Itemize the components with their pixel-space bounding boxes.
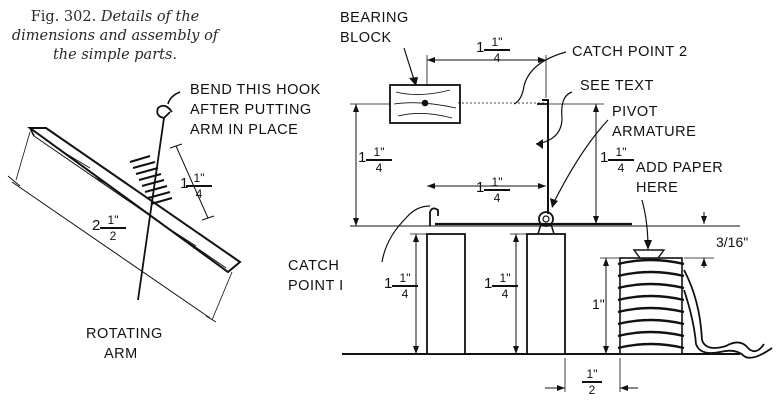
see-text-label: SEE TEXT bbox=[580, 78, 654, 94]
catch-point-1-label-1: CATCH bbox=[288, 258, 340, 274]
add-paper-label-2: HERE bbox=[636, 180, 679, 196]
bearing-block-label-1: BEARING bbox=[340, 10, 409, 26]
bend-hook-label-2: AFTER PUTTING bbox=[190, 102, 312, 118]
caption-prefix: Fig. 302. bbox=[30, 9, 97, 25]
add-paper-label-1: ADD PAPER bbox=[636, 160, 724, 176]
caption-text: Details of the dimensions and assembly o… bbox=[11, 9, 219, 63]
dim-arm-total: 2 1"2 bbox=[92, 214, 126, 242]
dim-block1-height: 1 1"4 bbox=[384, 272, 418, 300]
rotating-arm-label-2: ARM bbox=[104, 346, 138, 362]
catch-point-1-label-2: POINT I bbox=[288, 278, 344, 294]
catch-point-2-label: CATCH POINT 2 bbox=[572, 44, 688, 60]
rotating-arm-assembly bbox=[7, 91, 242, 323]
dim-right-height: 1 1"4 bbox=[600, 146, 634, 174]
dim-gap: 3/16" bbox=[716, 234, 749, 250]
dim-block2-height: 1 1"4 bbox=[484, 272, 518, 300]
bend-hook-label-1: BEND THIS HOOK bbox=[190, 82, 321, 98]
bearing-block-label-2: BLOCK bbox=[340, 30, 392, 46]
dim-coil-height: 1" bbox=[592, 296, 605, 312]
rotating-arm-label-1: ROTATING bbox=[86, 326, 163, 342]
dim-bottom-width: 1"2 bbox=[582, 368, 602, 396]
base-assembly bbox=[342, 47, 773, 392]
pivot-armature-label-1: PIVOT bbox=[612, 104, 659, 120]
dim-top-width: 1 1"4 bbox=[476, 36, 510, 64]
dim-arm-length: 1 1"4 bbox=[180, 172, 212, 200]
dim-mid-width: 1 1"4 bbox=[476, 176, 510, 204]
pivot-armature-label-2: ARMATURE bbox=[612, 124, 697, 140]
figure-caption: Fig. 302. Details of the dimensions and … bbox=[10, 8, 220, 65]
bend-hook-label-3: ARM IN PLACE bbox=[190, 122, 299, 138]
dim-left-height: 1 1"4 bbox=[358, 146, 392, 174]
